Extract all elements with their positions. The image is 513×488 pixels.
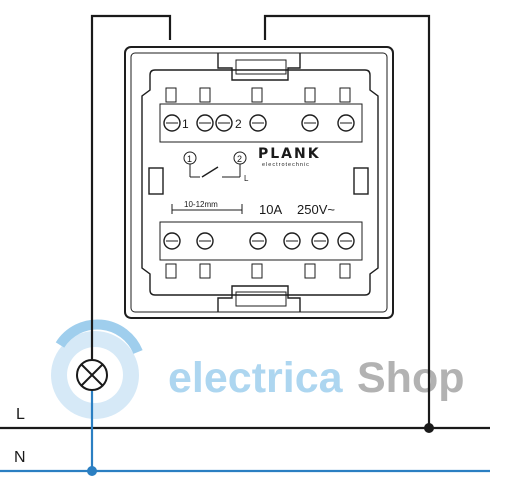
watermark-text-accent: Shop (357, 354, 464, 402)
strip-length-label: 10-12mm (184, 200, 218, 209)
brand-logo: PLANK (258, 146, 321, 162)
junction-n-dot (87, 466, 97, 476)
watermark-text-main: electrica (168, 354, 344, 402)
top-clamp (217, 53, 301, 81)
lamp-icon (76, 359, 108, 391)
terminal-2-label: 2 (235, 117, 242, 131)
terminal-strip-top (159, 103, 363, 143)
switch-mechanism: 1 2 (124, 46, 394, 319)
rating-voltage: 250V~ (297, 202, 335, 217)
strip-gauge-icon (171, 204, 243, 214)
terminal-screws-bottom (163, 232, 355, 250)
wire-lamp-to-terminal-1 (90, 14, 172, 360)
terminal-slots (165, 87, 351, 279)
terminal-1-label: 1 (182, 117, 189, 131)
schema-l-label: L (244, 174, 249, 183)
switch-schematic-icon (183, 151, 247, 178)
bottom-clamp (217, 285, 301, 312)
wire-live-to-terminal-2 (263, 14, 431, 428)
side-clip-right (353, 167, 369, 195)
label-l: L (16, 406, 25, 423)
watermark: electrica Shop (51, 319, 464, 419)
schema-2-label: 2 (237, 154, 242, 164)
schema-1-label: 1 (187, 154, 192, 164)
terminal-screws-top (163, 114, 355, 132)
label-n: N (14, 449, 26, 466)
brand-subtitle: electrotechnic (262, 162, 310, 168)
junction-l-dot (424, 423, 434, 433)
side-clip-left (148, 167, 164, 195)
mechanism-body (141, 69, 379, 296)
rating-current: 10A (259, 202, 282, 217)
terminal-strip-bottom (159, 221, 363, 261)
wires (0, 14, 490, 476)
switch-frame (124, 46, 394, 319)
